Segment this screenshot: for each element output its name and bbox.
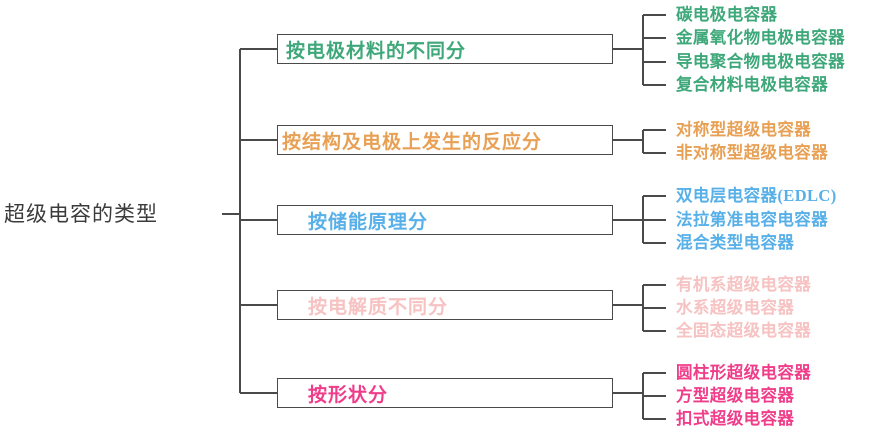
branch-label: 按形状分 (308, 384, 389, 406)
branch-label: 按结构及电极上发生的反应分 (282, 131, 543, 153)
leaf-node[interactable]: 方型超级电容器 (676, 385, 795, 405)
leaf-node[interactable]: 金属氧化物电极电容器 (676, 27, 845, 47)
leaf-node[interactable]: 水系超级电容器 (676, 297, 795, 317)
leaf-node[interactable]: 有机系超级电容器 (676, 274, 812, 294)
branch-box-1[interactable]: 按电极材料的不同分 (277, 34, 613, 64)
branch-box-2[interactable]: 按结构及电极上发生的反应分 (277, 125, 613, 155)
leaf-node[interactable]: 碳电极电容器 (676, 4, 778, 24)
root-node-label: 超级电容的类型 (4, 202, 158, 226)
leaf-node[interactable]: 导电聚合物电极电容器 (676, 51, 845, 71)
branch-box-3[interactable]: 按储能原理分 (277, 205, 613, 235)
leaf-node[interactable]: 双电层电容器(EDLC) (676, 185, 837, 205)
leaf-node[interactable]: 对称型超级电容器 (676, 119, 812, 139)
leaf-node[interactable]: 全固态超级电容器 (676, 320, 812, 340)
branch-label: 按电极材料的不同分 (286, 40, 467, 62)
leaf-node[interactable]: 圆柱形超级电容器 (676, 362, 812, 382)
branch-label: 按电解质不同分 (308, 296, 449, 318)
leaf-node[interactable]: 混合类型电容器 (676, 232, 795, 252)
leaf-node[interactable]: 非对称型超级电容器 (676, 142, 829, 162)
branch-label: 按储能原理分 (308, 211, 429, 233)
branch-box-5[interactable]: 按形状分 (277, 378, 613, 408)
branch-box-4[interactable]: 按电解质不同分 (277, 290, 613, 320)
leaf-node[interactable]: 复合材料电极电容器 (676, 74, 829, 94)
leaf-node[interactable]: 扣式超级电容器 (676, 408, 795, 428)
leaf-node[interactable]: 法拉第准电容电容器 (676, 209, 829, 229)
